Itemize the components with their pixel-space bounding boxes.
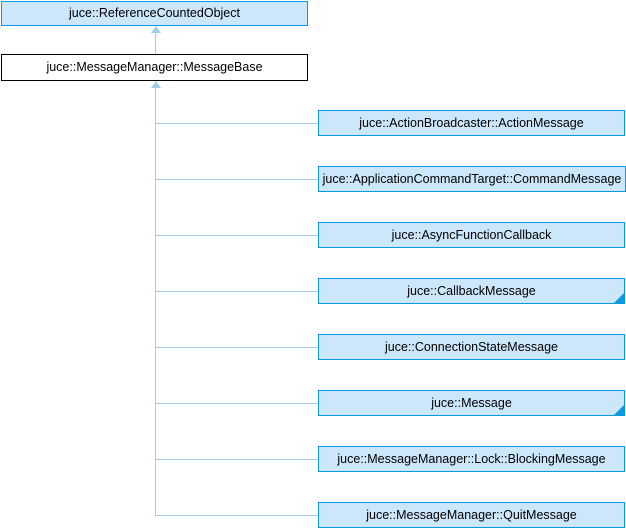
connector-line bbox=[155, 403, 318, 404]
class-node-derived[interactable]: juce::Message bbox=[318, 390, 625, 416]
inheritance-arrowhead-base bbox=[151, 26, 161, 33]
connector-line bbox=[155, 459, 318, 460]
class-node-derived[interactable]: juce::ApplicationCommandTarget::CommandM… bbox=[318, 166, 626, 192]
connector-line bbox=[155, 179, 318, 180]
class-node-label: juce::ActionBroadcaster::ActionMessage bbox=[359, 115, 584, 130]
class-node-label: juce::ConnectionStateMessage bbox=[384, 339, 559, 354]
class-node-derived[interactable]: juce::MessageManager::Lock::BlockingMess… bbox=[318, 446, 625, 472]
connector-line bbox=[155, 123, 318, 124]
class-node-label: juce::MessageManager::MessageBase bbox=[46, 60, 263, 75]
corner-fold-icon bbox=[614, 405, 624, 415]
class-node-message-base[interactable]: juce::MessageManager::MessageBase bbox=[1, 54, 308, 81]
connector-line bbox=[155, 347, 318, 348]
class-node-label: juce::AsyncFunctionCallback bbox=[391, 227, 552, 242]
class-node-derived[interactable]: juce::ActionBroadcaster::ActionMessage bbox=[318, 110, 625, 136]
inheritance-line-base bbox=[155, 33, 156, 54]
class-node-label: juce::MessageManager::Lock::BlockingMess… bbox=[337, 451, 606, 466]
corner-fold-icon bbox=[614, 293, 624, 303]
class-node-label: juce::ReferenceCountedObject bbox=[69, 6, 240, 21]
class-node-derived[interactable]: juce::MessageManager::QuitMessage bbox=[318, 502, 625, 528]
connector-line bbox=[155, 291, 318, 292]
inheritance-arrowhead-trunk bbox=[151, 81, 161, 88]
connector-line bbox=[155, 235, 318, 236]
class-node-label: juce::ApplicationCommandTarget::CommandM… bbox=[322, 171, 622, 186]
trunk-line bbox=[155, 88, 156, 515]
class-node-reference-counted-object[interactable]: juce::ReferenceCountedObject bbox=[1, 1, 308, 26]
class-node-derived[interactable]: juce::AsyncFunctionCallback bbox=[318, 222, 625, 248]
connector-line bbox=[155, 515, 318, 516]
class-node-label: juce::MessageManager::QuitMessage bbox=[366, 507, 577, 522]
class-node-label: juce::Message bbox=[431, 395, 512, 410]
class-node-label: juce::CallbackMessage bbox=[407, 283, 536, 298]
class-node-derived[interactable]: juce::CallbackMessage bbox=[318, 278, 625, 304]
class-node-derived[interactable]: juce::ConnectionStateMessage bbox=[318, 334, 625, 360]
